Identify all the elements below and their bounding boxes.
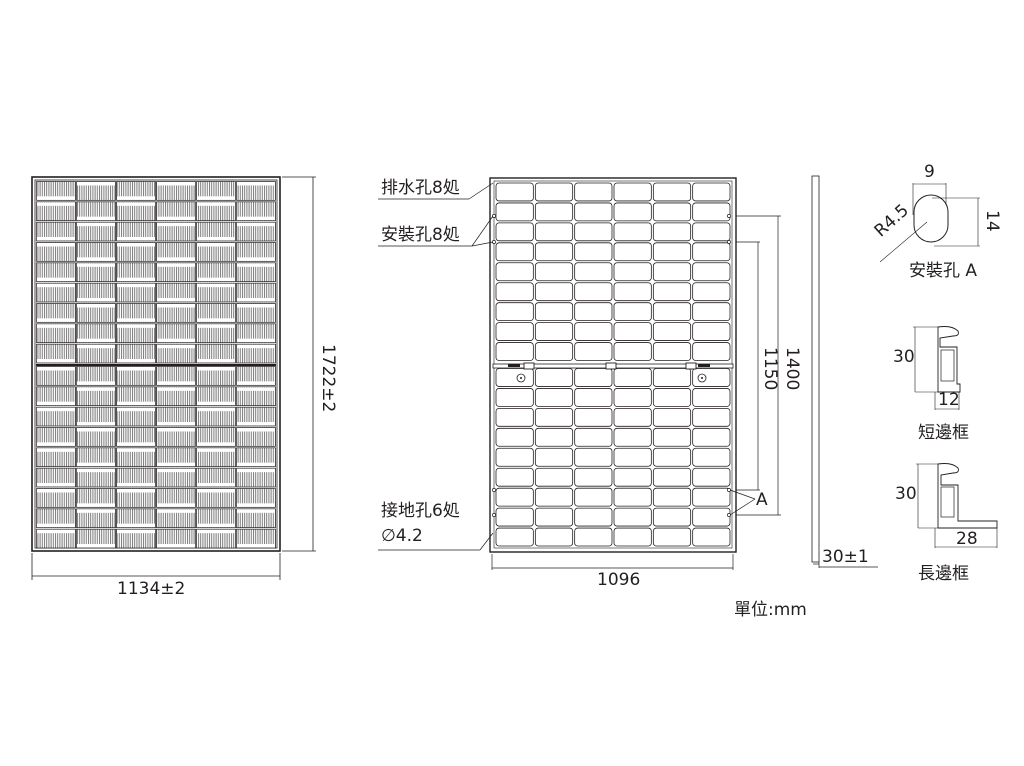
unit-label: 單位:mm <box>734 600 807 620</box>
thickness-label: 30±1 <box>822 547 869 567</box>
hole-height-label: 14 <box>982 210 1002 232</box>
front-height-label: 1722±2 <box>318 344 338 413</box>
short-frame-title: 短邊框 <box>918 423 969 443</box>
drain-holes-label: 排水孔8処 <box>381 178 460 198</box>
back-width-label: 1096 <box>597 570 641 590</box>
inner-hole-spacing-label: 1150 <box>760 347 780 391</box>
hole-detail-title: 安裝孔 A <box>909 261 978 281</box>
detail-ref-label: A <box>756 490 768 510</box>
ground-hole-diameter: ∅4.2 <box>381 526 423 546</box>
short-frame-width: 12 <box>938 390 960 410</box>
outer-hole-spacing-label: 1400 <box>782 347 802 391</box>
short-frame-height: 30 <box>893 347 915 367</box>
hole-width-label: 9 <box>924 162 935 182</box>
long-frame-height: 30 <box>895 484 917 504</box>
long-frame-title: 長邊框 <box>918 564 969 584</box>
long-frame-width: 28 <box>956 529 978 549</box>
front-width-label: 1134±2 <box>117 579 186 599</box>
ground-holes-label: 接地孔6処 <box>381 501 460 521</box>
mounting-holes-label: 安裝孔8処 <box>381 225 460 245</box>
